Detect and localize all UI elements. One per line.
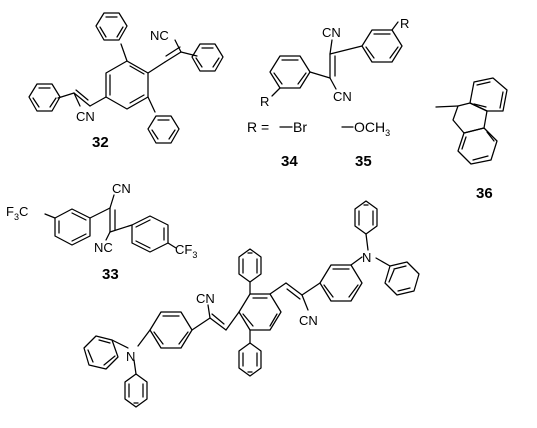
compound-34-label: 34 bbox=[281, 153, 298, 170]
compound-33-left-aryl bbox=[54, 208, 91, 246]
compound-33-label: 33 bbox=[102, 266, 119, 283]
compound-33-right-aryl bbox=[131, 215, 169, 253]
compound-33-cf3-label: CF3 bbox=[175, 242, 197, 260]
compound-33-structure: CN NC F3C CF3 bbox=[6, 181, 197, 260]
compound-33-f3c-label: F3C bbox=[6, 204, 28, 222]
compound-32-cn-label: CN bbox=[76, 109, 95, 124]
compound-32-right-phenyl bbox=[191, 43, 224, 72]
large-compound-right-n-phenyl-up bbox=[354, 200, 378, 235]
large-compound-right-aryl bbox=[319, 264, 363, 302]
large-compound-bottom-phenyl bbox=[238, 342, 262, 377]
large-compound-right-cn-label: CN bbox=[299, 313, 318, 328]
compound-32-label: 32 bbox=[92, 134, 109, 151]
compound-32-left-phenyl bbox=[28, 83, 61, 112]
compound-34-right-r-label: R bbox=[400, 16, 409, 31]
compound-35-label: 35 bbox=[355, 153, 372, 170]
compound-34-left-aryl bbox=[269, 55, 311, 89]
compound-32-bottom-phenyl bbox=[147, 115, 180, 144]
compound-34-left-r-label: R bbox=[260, 94, 269, 109]
large-compound-left-n-phenyl-down bbox=[124, 373, 148, 408]
large-compound-central-ring bbox=[238, 293, 282, 331]
compound-36-structure bbox=[435, 77, 508, 165]
large-compound-left-cn-label: CN bbox=[196, 291, 215, 306]
large-compound-top-phenyl bbox=[238, 248, 262, 283]
compound-36-upper-benzene bbox=[469, 77, 508, 112]
compound-36-label: 36 bbox=[476, 185, 493, 202]
compound-32-nc-label: NC bbox=[150, 28, 169, 43]
compound-36-lower-benzene bbox=[457, 127, 498, 165]
compound-34-35-structure: CN CN R R bbox=[260, 16, 409, 109]
compound-34-top-cn-label: CN bbox=[322, 25, 341, 40]
large-compound-left-aryl bbox=[149, 311, 193, 349]
bromo-substituent-label: Br bbox=[293, 119, 307, 135]
compound-34-bottom-cn-label: CN bbox=[333, 89, 352, 104]
compound-32-top-phenyl bbox=[95, 12, 128, 41]
r-equals-label: R = bbox=[247, 119, 269, 135]
large-compound-right-n-phenyl-side bbox=[384, 261, 420, 296]
r-group-definition: R = Br OCH3 bbox=[247, 119, 390, 138]
compound-33-cn-label: CN bbox=[112, 181, 131, 196]
large-compound-left-n-label: N bbox=[126, 349, 135, 364]
compound-32-structure: NC CN bbox=[28, 12, 224, 144]
methoxy-substituent-label: OCH3 bbox=[354, 119, 390, 138]
large-bis-triphenylamine-compound: CN CN N N bbox=[83, 200, 420, 408]
compound-33-nc-label: NC bbox=[94, 240, 113, 255]
compound-32-central-ring bbox=[105, 60, 149, 110]
large-compound-right-n-label: N bbox=[362, 250, 371, 265]
compound-34-right-aryl bbox=[361, 29, 403, 63]
large-compound-left-n-phenyl-side bbox=[83, 335, 119, 370]
